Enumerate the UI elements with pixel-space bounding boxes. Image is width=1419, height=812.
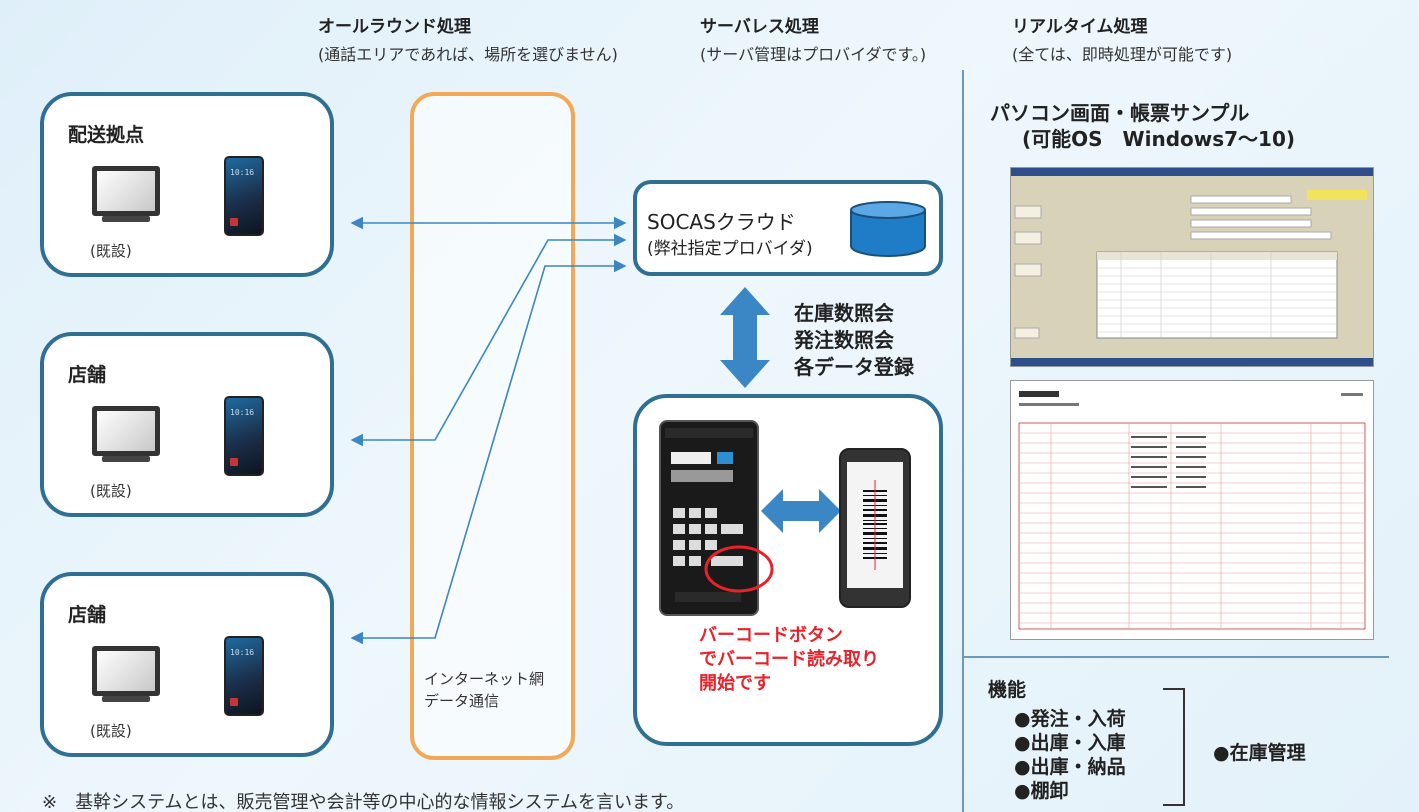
monitor-icon	[92, 646, 160, 704]
operation-item: 各データ登録	[794, 355, 914, 379]
scan-caption-line: でバーコード読み取り	[699, 649, 879, 670]
site-title: 店舗	[68, 364, 107, 386]
header-col3: リアルタイム処理 (全ては、即時処理が可能です)	[1012, 12, 1232, 65]
phone-time: 10:16	[230, 648, 255, 657]
horizontal-divider	[963, 656, 1389, 658]
link-line-2	[350, 233, 627, 447]
function-item: ●発注・入荷	[1014, 708, 1126, 730]
monitor-icon	[92, 406, 160, 464]
vertical-double-arrow-icon	[720, 287, 770, 388]
sample-title-line2: (可能OS Windows7〜10)	[1022, 127, 1296, 151]
scanner-box: バーコードボタン でバーコード読み取り 開始です	[633, 394, 943, 746]
barcode-scanner-phone-icon	[839, 448, 911, 608]
scan-caption-line: バーコードボタン	[699, 625, 843, 646]
header-col3-sub: (全ては、即時処理が可能です)	[1012, 45, 1233, 64]
site-title: 店舗	[68, 604, 107, 626]
stock-management-label: ●在庫管理	[1213, 742, 1306, 764]
functions-title: 機能	[988, 679, 1027, 701]
cloud-title: SOCASクラウド	[647, 210, 796, 234]
cloud-subtitle: (弊社指定プロバイダ)	[647, 239, 813, 259]
internet-label-line2: データ通信	[424, 692, 500, 710]
existing-label: (既設)	[90, 482, 132, 500]
database-icon	[850, 201, 926, 257]
phone-time: 10:16	[230, 168, 255, 177]
site-title: 配送拠点	[68, 124, 145, 146]
internet-label-line1: インターネット網	[424, 670, 545, 688]
phone-time: 10:16	[230, 408, 255, 417]
header-col3-title: リアルタイム処理	[1012, 17, 1148, 37]
operation-item: 発注数照会	[794, 328, 894, 352]
smartphone-icon: 10:16	[224, 396, 264, 476]
cloud-box: SOCASクラウド (弊社指定プロバイダ)	[633, 180, 943, 276]
header-col1-sub: (通話エリアであれば、場所を選びません)	[318, 45, 618, 64]
operations-list: 在庫数照会 発注数照会 各データ登録	[794, 300, 914, 381]
scan-caption-line: 開始です	[699, 673, 771, 694]
pc-screen-sample-image	[1010, 167, 1374, 367]
report-sample-image	[1010, 380, 1374, 640]
barcode-button-highlight	[704, 545, 774, 593]
smartphone-icon: 10:16	[224, 156, 264, 236]
function-item: ●出庫・入庫	[1014, 732, 1126, 754]
header-col1: オールラウンド処理 (通話エリアであれば、場所を選びません)	[318, 12, 618, 65]
smartphone-icon: 10:16	[224, 636, 264, 716]
sample-title-line1: パソコン画面・帳票サンプル	[990, 101, 1250, 125]
site-box-store-2: 店舗 10:16 (既設)	[40, 572, 334, 757]
horizontal-double-arrow-icon	[761, 489, 841, 533]
function-item: ●出庫・納品	[1014, 756, 1126, 778]
site-box-store-1: 店舗 10:16 (既設)	[40, 332, 334, 517]
scan-caption: バーコードボタン でバーコード読み取り 開始です	[699, 624, 879, 696]
monitor-icon	[92, 166, 160, 224]
header-col2-sub: (サーバ管理はプロバイダです。)	[700, 45, 927, 64]
header-col1-title: オールラウンド処理	[318, 17, 471, 37]
header-col2: サーバレス処理 (サーバ管理はプロバイダです。)	[700, 12, 926, 65]
existing-label: (既設)	[90, 242, 132, 260]
header-col2-title: サーバレス処理	[700, 17, 819, 37]
vertical-divider	[962, 70, 964, 812]
functions-bracket	[1163, 688, 1185, 806]
internet-label: インターネット網 データ通信	[424, 668, 544, 712]
site-box-distribution: 配送拠点 10:16 (既設)	[40, 92, 334, 277]
sample-title: パソコン画面・帳票サンプル (可能OS Windows7〜10)	[990, 100, 1295, 152]
function-item: ●棚卸	[1014, 780, 1069, 802]
operation-item: 在庫数照会	[794, 301, 894, 325]
link-line-3	[350, 259, 627, 645]
handheld-terminal-icon	[659, 420, 759, 616]
footnote: ※ 基幹システムとは、販売管理や会計等の中心的な情報システムを言います。	[42, 792, 685, 812]
existing-label: (既設)	[90, 722, 132, 740]
functions-list: ●発注・入荷 ●出庫・入庫 ●出庫・納品 ●棚卸	[1014, 707, 1126, 803]
